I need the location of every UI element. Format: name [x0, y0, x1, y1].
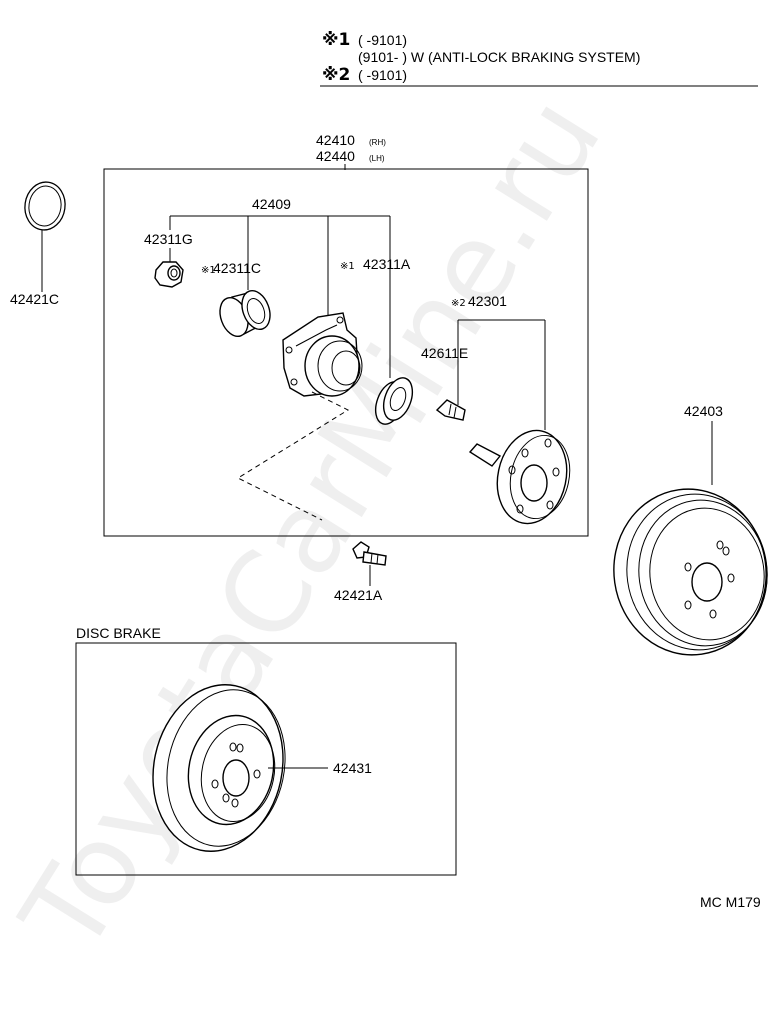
watermark-text: ToyotaCarMine.ru — [0, 76, 626, 975]
label-42301: 42301 — [468, 293, 507, 309]
label-42611e: 42611E — [421, 345, 468, 361]
hub-flange-part — [468, 429, 571, 525]
label-42311g: 42311G — [144, 231, 193, 247]
outer-bearing-part — [374, 377, 414, 425]
legend-mark-1-abs: (9101- ) W (ANTI-LOCK BRAKING SYSTEM) — [358, 49, 640, 65]
disc-brake-box — [75, 642, 457, 876]
label-42421c: 42421C — [10, 291, 59, 307]
inner-bearing-part — [219, 289, 271, 338]
hub-assembly-box — [103, 168, 589, 537]
o-ring-part — [24, 181, 66, 231]
label-42440-lh: (LH) — [369, 154, 385, 163]
label-42431: 42431 — [333, 760, 372, 776]
label-42311a: 42311A — [363, 256, 411, 272]
label-42440: 42440 — [316, 148, 355, 164]
legend-mark-2-range: ( -9101) — [358, 67, 407, 83]
label-42311c: 42311C — [213, 260, 261, 276]
label-42311c-mark: ※1 — [201, 265, 216, 276]
legend-mark-1: ※1 — [322, 30, 350, 50]
label-42409: 42409 — [252, 196, 291, 212]
figure-code: MC M179 — [700, 894, 761, 910]
legend-mark-2: ※2 — [322, 65, 350, 85]
legend-mark-1-range: ( -9101) — [358, 32, 407, 48]
label-42311a-mark: ※1 — [340, 261, 355, 272]
label-42301-mark: ※2 — [451, 298, 466, 309]
bracket-42301 — [457, 319, 546, 430]
label-42410-rh: (RH) — [369, 138, 386, 147]
hub-bolt-part — [435, 399, 466, 421]
label-42403: 42403 — [684, 403, 723, 419]
axle-carrier-part — [282, 312, 363, 397]
bolt-42421a-part — [352, 541, 387, 566]
brake-drum-part — [613, 488, 768, 656]
label-disc-brake: DISC BRAKE — [76, 625, 161, 641]
legend-block: ※1 ( -9101) (9101- ) W (ANTI-LOCK BRAKIN… — [320, 30, 758, 87]
label-42410: 42410 — [316, 132, 355, 148]
bracket-42409 — [169, 215, 391, 378]
label-42421a: 42421A — [334, 587, 383, 603]
lock-nut-part — [154, 261, 184, 288]
hidden-outline — [236, 391, 350, 521]
disc-rotor-part — [152, 684, 286, 852]
